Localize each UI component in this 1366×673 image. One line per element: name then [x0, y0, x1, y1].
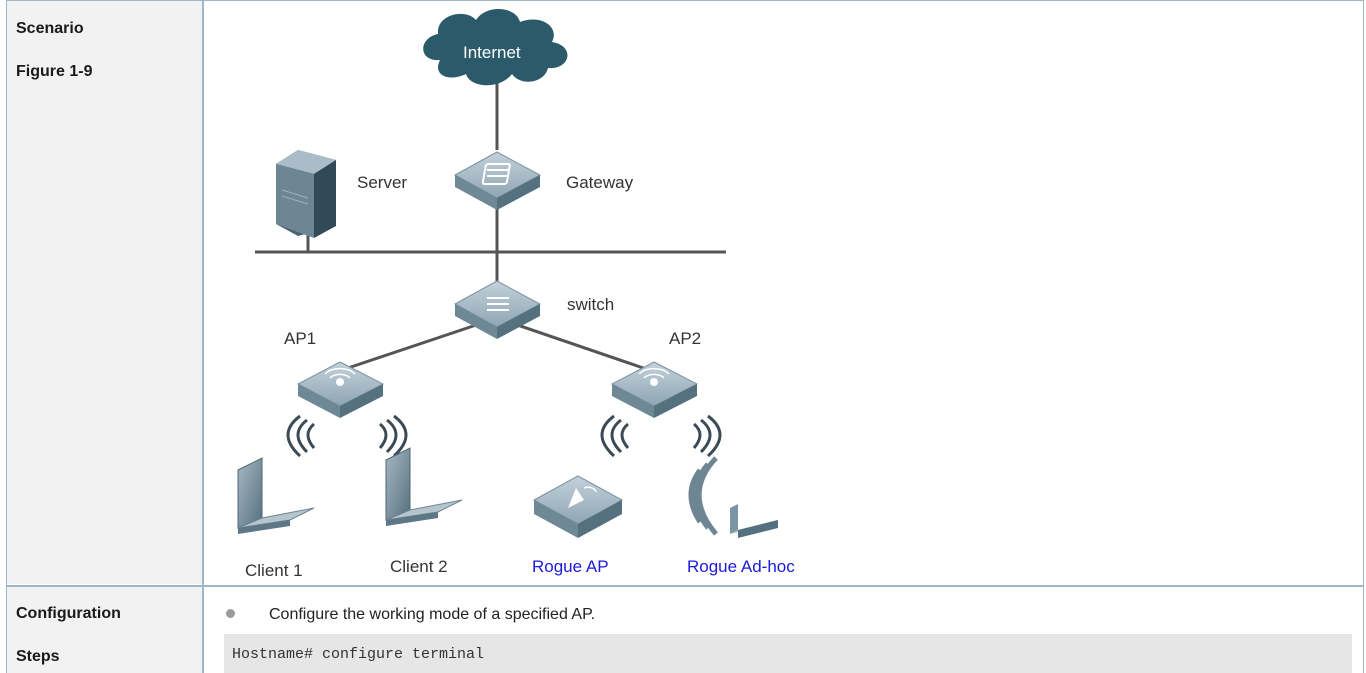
configuration-label-cell	[6, 587, 202, 673]
network-topology-diagram: Internet Server Gateway switch AP1	[237, 8, 795, 580]
rogue-adhoc-label: Rogue Ad-hoc	[687, 557, 795, 576]
steps-heading: Steps	[16, 648, 60, 665]
bullet-icon	[226, 609, 235, 619]
table-left-border	[6, 0, 7, 673]
gateway-icon	[453, 151, 542, 210]
switch-label: switch	[567, 295, 614, 314]
configuration-heading: Configuration	[16, 605, 121, 622]
scenario-heading: Scenario	[16, 20, 84, 37]
step-bullet-item: Configure the working mode of a specifie…	[216, 606, 595, 624]
switch-ap2-link	[496, 316, 656, 374]
switch-icon	[453, 280, 542, 339]
switch-ap1-link	[341, 316, 498, 372]
server-icon	[276, 150, 336, 238]
client2-label: Client 2	[390, 557, 448, 576]
step-bullet-text: Configure the working mode of a specifie…	[269, 606, 596, 623]
column-divider	[202, 0, 204, 673]
client1-laptop-icon	[237, 457, 315, 534]
internet-label: Internet	[463, 43, 521, 62]
rogue-ap-icon	[532, 475, 624, 538]
client1-label: Client 1	[245, 561, 303, 580]
ap2-label: AP2	[669, 329, 701, 348]
internet-cloud-icon	[423, 8, 568, 86]
code-line: Hostname# configure terminal	[232, 646, 485, 663]
server-label: Server	[357, 173, 407, 192]
gateway-label: Gateway	[566, 173, 634, 192]
figure-heading: Figure 1-9	[16, 63, 93, 80]
ap2-wireless-waves-icon	[600, 414, 722, 458]
ap1-icon	[296, 361, 385, 418]
scenario-label-cell	[6, 0, 202, 584]
row-divider	[6, 585, 1364, 587]
table-right-border	[1363, 0, 1364, 673]
table-top-border	[6, 0, 1364, 1]
rogue-adhoc-icon	[688, 456, 778, 538]
ap2-icon	[610, 361, 699, 418]
client2-laptop-icon	[385, 447, 463, 526]
code-block: Hostname# configure terminal	[224, 634, 1352, 673]
ap1-label: AP1	[284, 329, 316, 348]
ap1-wireless-waves-icon	[286, 414, 408, 458]
rogue-ap-label: Rogue AP	[532, 557, 609, 576]
